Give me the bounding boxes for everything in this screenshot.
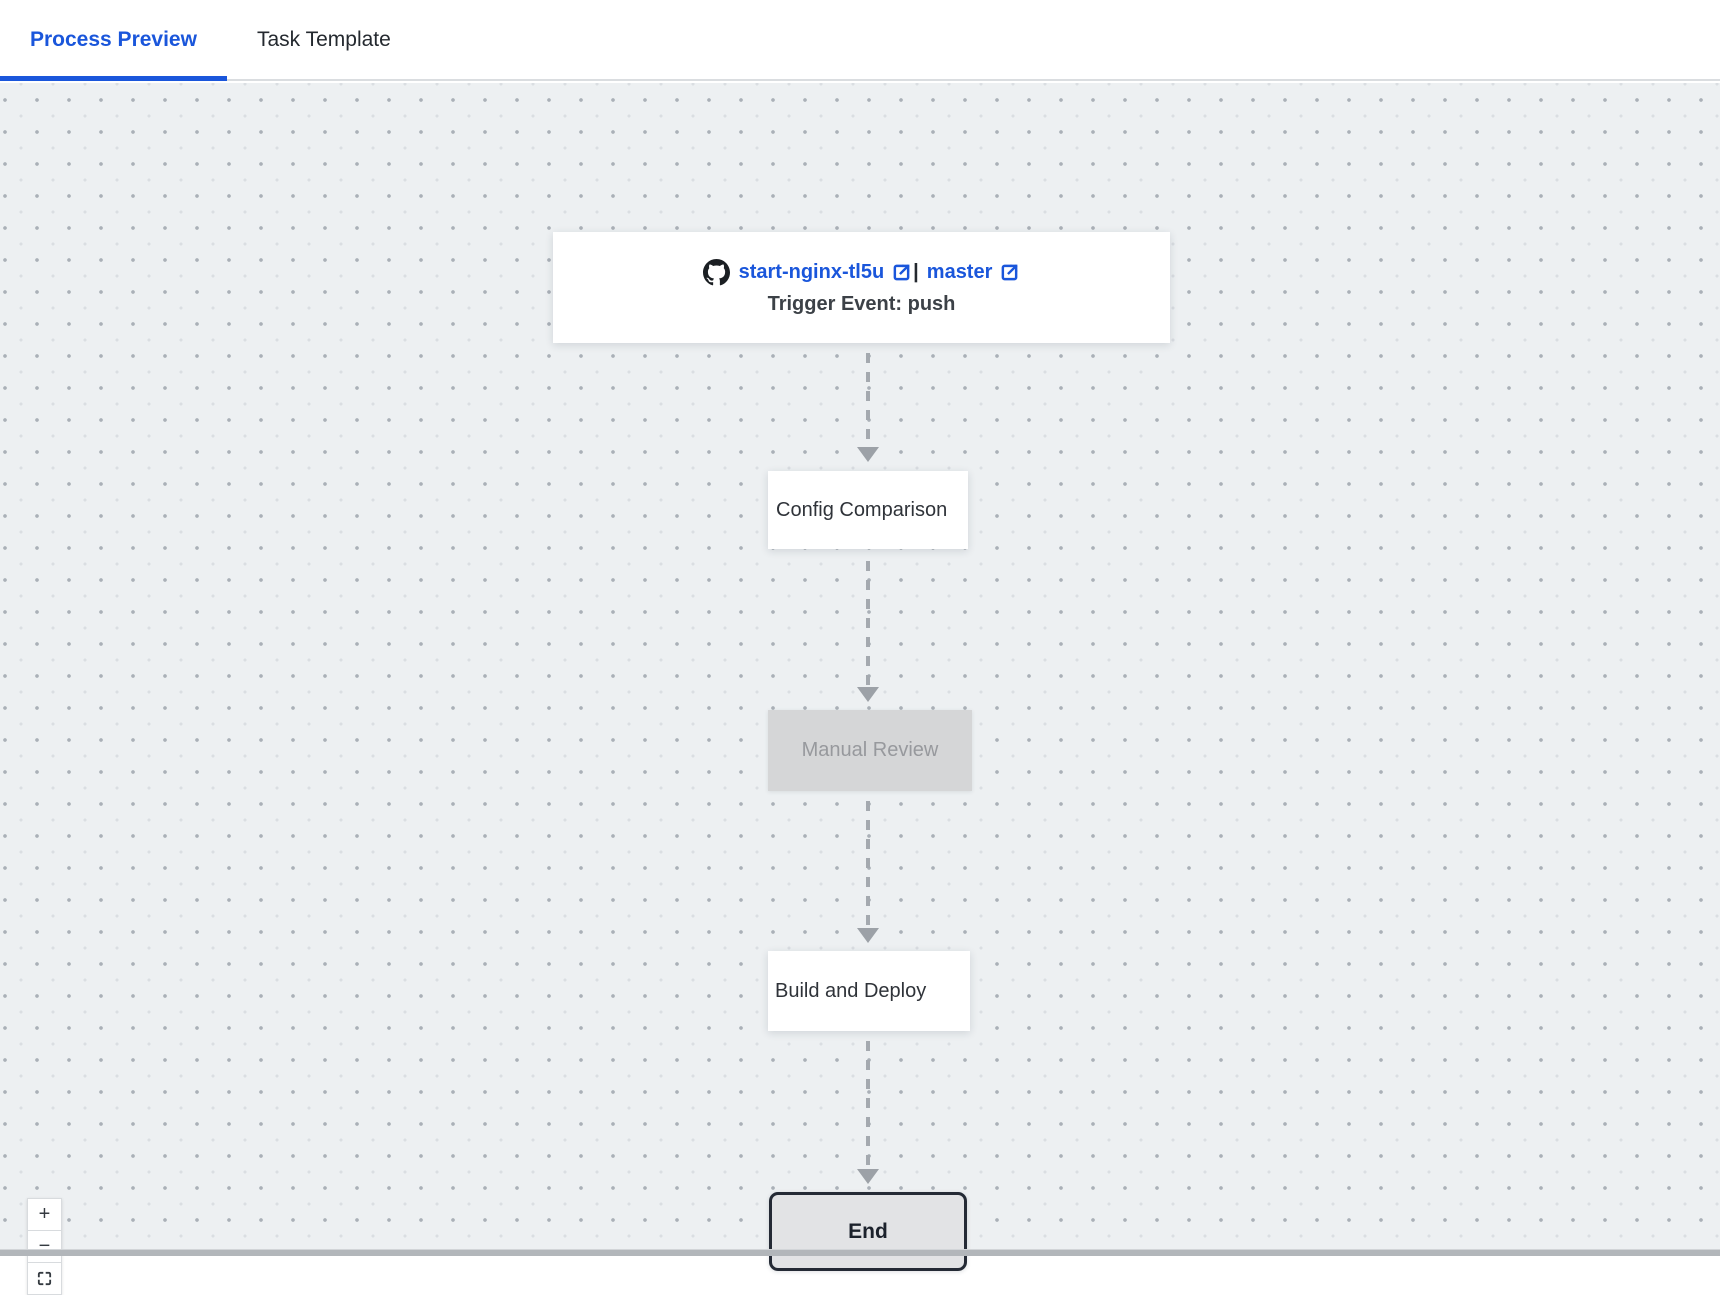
canvas-zoom-controls: + −	[27, 1198, 62, 1295]
fit-view-button[interactable]	[27, 1262, 62, 1295]
connector-arrowhead-icon	[857, 928, 879, 943]
trigger-node[interactable]: start-nginx-tl5u | master Trigger Event:…	[553, 232, 1170, 343]
trigger-repo-row: start-nginx-tl5u | master	[703, 259, 1021, 286]
connector-line	[866, 353, 870, 445]
flow-canvas[interactable]: start-nginx-tl5u | master Trigger Event:…	[0, 83, 1720, 1256]
node-label: Config Comparison	[776, 493, 960, 527]
branch-link[interactable]: master	[927, 261, 993, 284]
connector-line	[866, 561, 870, 687]
trigger-event-label: Trigger Event: push	[768, 293, 956, 316]
repo-link[interactable]: start-nginx-tl5u	[739, 261, 885, 284]
connector-line	[866, 801, 870, 928]
zoom-in-button[interactable]: +	[27, 1198, 62, 1231]
github-icon	[703, 259, 730, 286]
node-label: Build and Deploy	[775, 980, 926, 1003]
repo-branch-separator: |	[913, 261, 919, 284]
fit-view-icon	[36, 1270, 53, 1287]
node-end[interactable]: End	[769, 1192, 967, 1271]
node-label: Manual Review	[802, 739, 939, 762]
tab-process-preview[interactable]: Process Preview	[0, 0, 227, 79]
zoom-out-button[interactable]: −	[27, 1230, 62, 1263]
node-build-and-deploy[interactable]: Build and Deploy	[768, 951, 970, 1031]
tab-task-template[interactable]: Task Template	[227, 0, 421, 79]
plus-icon: +	[39, 1203, 51, 1226]
tab-task-template-label: Task Template	[257, 28, 391, 52]
node-config-comparison[interactable]: Config Comparison	[768, 471, 968, 549]
tab-process-preview-label: Process Preview	[30, 28, 197, 52]
node-label: End	[848, 1220, 888, 1244]
connector-line	[866, 1041, 870, 1169]
external-link-icon[interactable]	[891, 262, 912, 283]
external-link-icon[interactable]	[999, 262, 1020, 283]
tab-bar: Process Preview Task Template	[0, 0, 1720, 81]
node-manual-review[interactable]: Manual Review	[768, 710, 972, 791]
horizontal-scrollbar[interactable]	[0, 1249, 1720, 1256]
connector-arrowhead-icon	[857, 687, 879, 702]
connector-arrowhead-icon	[857, 447, 879, 462]
connector-arrowhead-icon	[857, 1169, 879, 1184]
